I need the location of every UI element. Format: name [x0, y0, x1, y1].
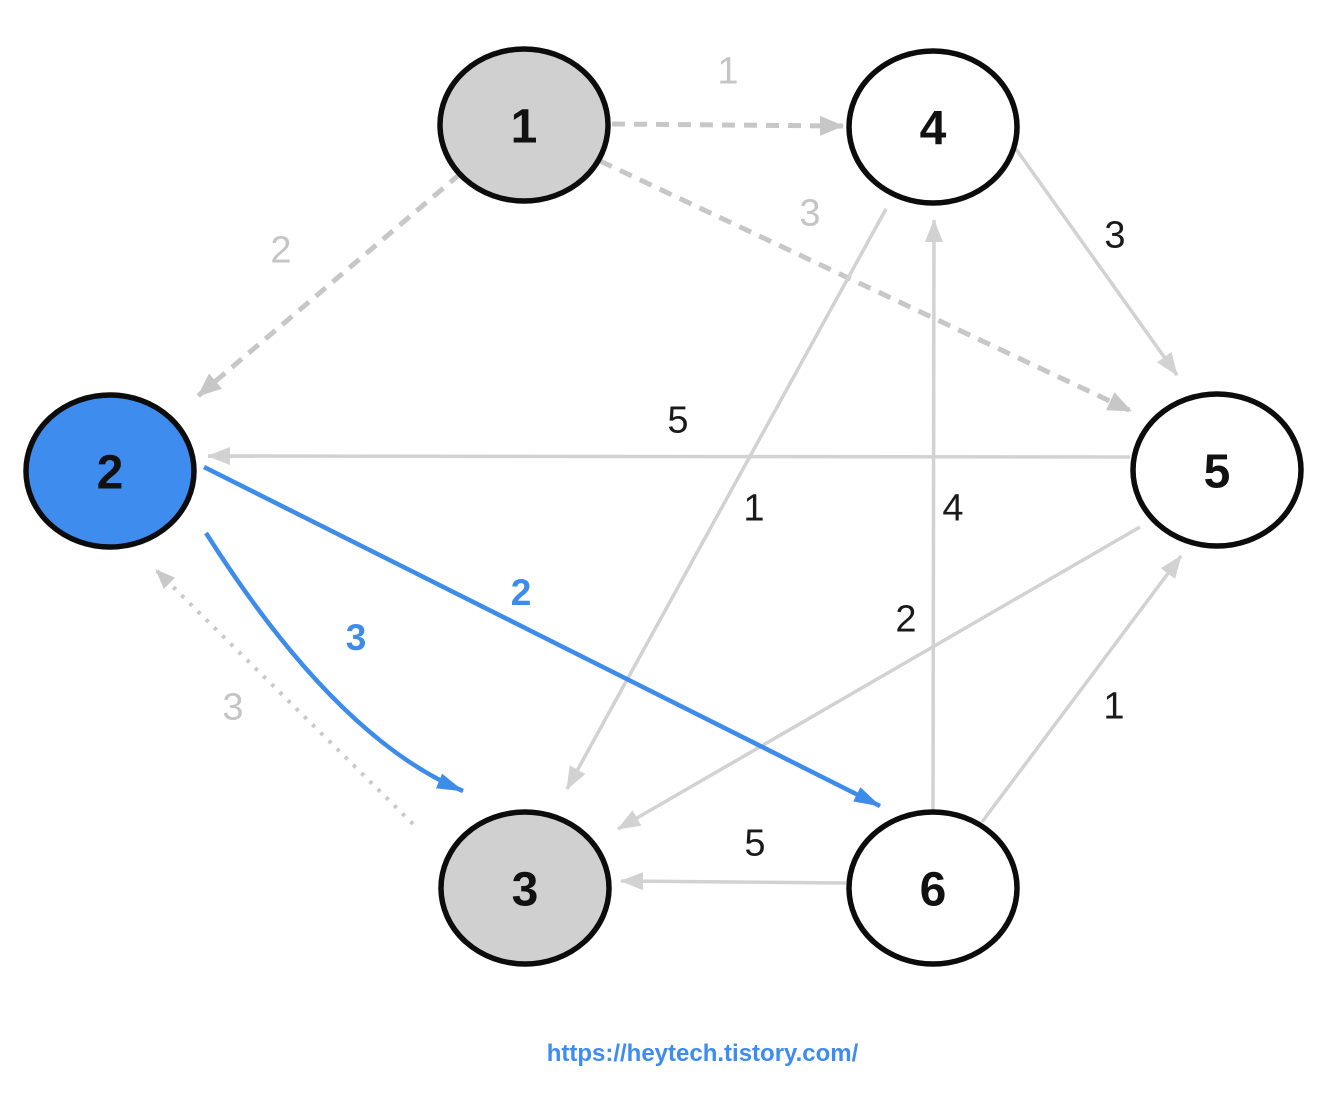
node-label-5: 5: [1204, 445, 1231, 498]
edge-weight-4-5: 3: [1104, 214, 1125, 256]
edge-3-2: [154, 568, 415, 826]
edge-5-3: [617, 525, 1141, 831]
edge-6-3: [620, 872, 847, 891]
edge-4-3: [565, 208, 888, 790]
edge-1-2: [196, 172, 462, 398]
node-1: [437, 46, 611, 204]
node-5: [1130, 391, 1304, 549]
node-label-6: 6: [920, 863, 947, 916]
node-label-2: 2: [97, 446, 124, 499]
edge-1-5: [598, 158, 1133, 414]
node-6: [846, 809, 1020, 967]
edge-2-3: [204, 531, 464, 794]
edge-weight-2-6: 2: [511, 572, 532, 613]
edge-weight-4-3: 1: [743, 487, 764, 529]
edge-weight-1-2: 2: [270, 229, 291, 271]
edge-2-6: [202, 464, 882, 809]
edge-5-2: [207, 447, 1131, 466]
footer-url: https://heytech.tistory.com/: [546, 1040, 859, 1067]
node-label-4: 4: [920, 102, 947, 155]
edge-6-5: [980, 554, 1183, 824]
node-2: [23, 392, 197, 550]
edge-weight-2-3: 3: [346, 617, 367, 658]
edge-weight-6-3: 5: [744, 822, 765, 864]
node-3: [438, 809, 612, 967]
edge-weight-5-3: 2: [895, 598, 916, 640]
edge-weight-6-5: 1: [1103, 685, 1124, 727]
edge-weight-1-5: 3: [799, 192, 820, 234]
edge-4-5: [1014, 147, 1179, 377]
edge-weight-3-2: 3: [222, 686, 243, 728]
node-label-3: 3: [512, 863, 539, 916]
node-label-1: 1: [511, 100, 538, 153]
edge-1-4: [611, 115, 844, 136]
node-4: [846, 48, 1020, 206]
edge-weight-6-4: 4: [942, 487, 963, 529]
edge-6-4: [924, 219, 943, 811]
edge-weight-5-2: 5: [667, 399, 688, 441]
edge-weight-1-4: 1: [717, 50, 738, 92]
